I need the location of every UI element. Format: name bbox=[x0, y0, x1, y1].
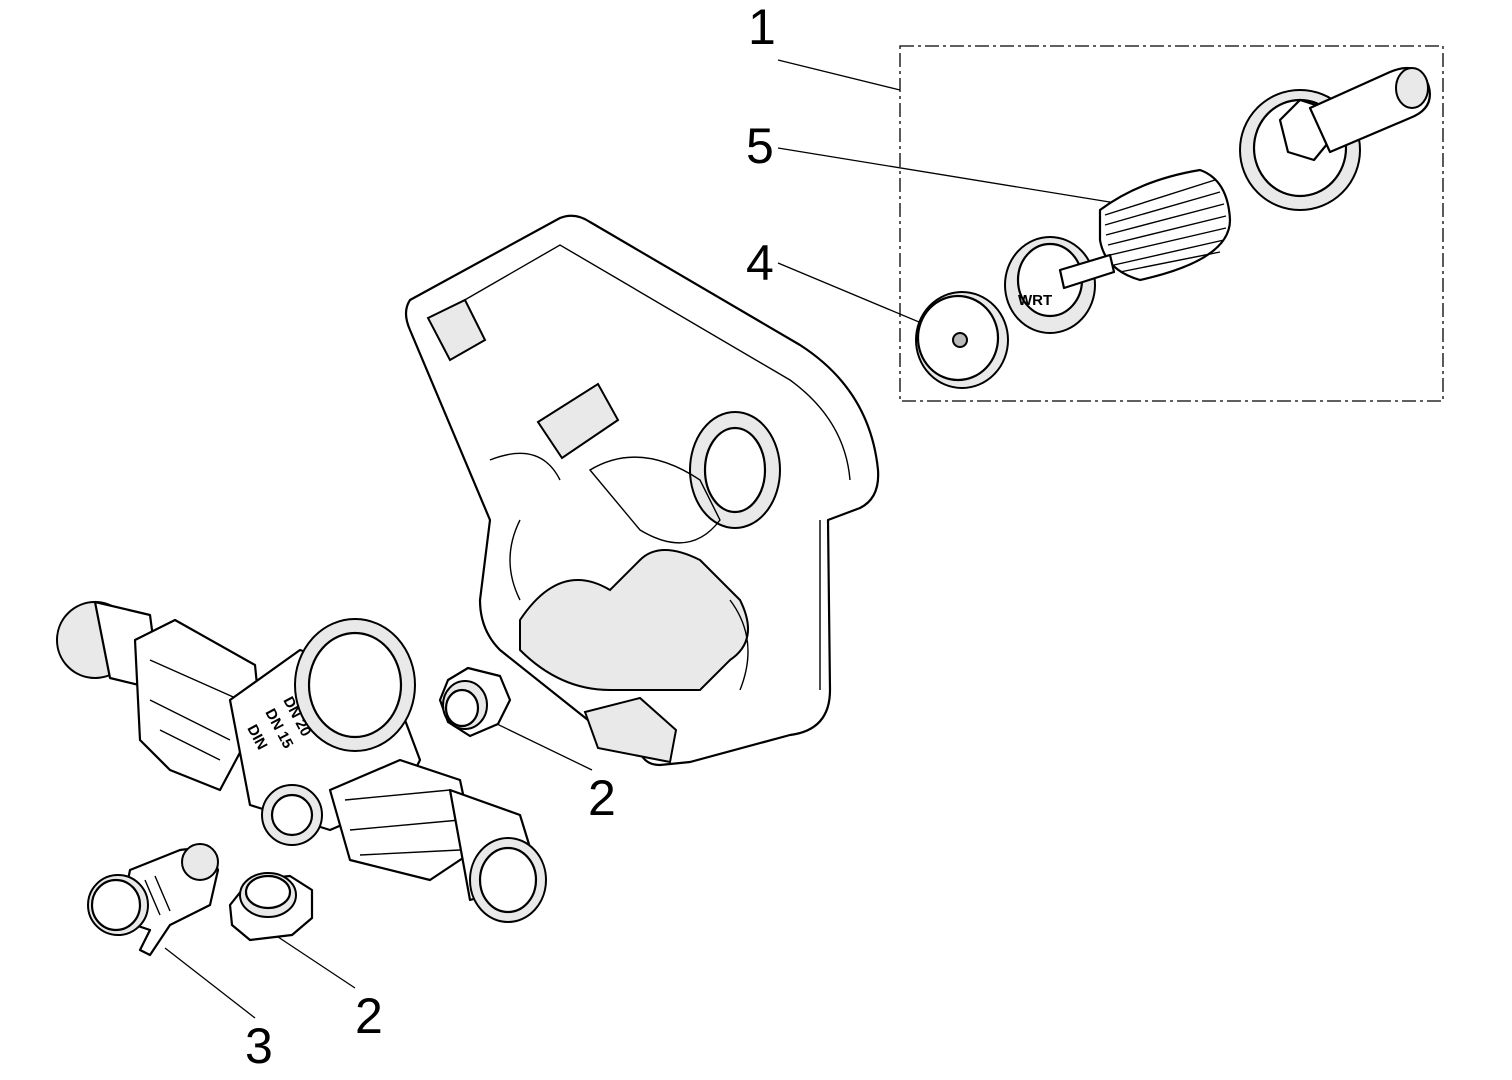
leader-5 bbox=[777, 147, 1129, 206]
callout-3: 3 bbox=[245, 1018, 273, 1074]
callout-4: 4 bbox=[746, 235, 774, 291]
valve-body: DN 20 DN 15 DIN bbox=[56, 600, 547, 923]
valve-stem-assembly bbox=[1239, 66, 1431, 211]
callout-1: 1 bbox=[748, 0, 776, 55]
drain-valve bbox=[87, 843, 220, 957]
leader-3 bbox=[164, 947, 256, 1019]
valve-disc bbox=[915, 291, 1009, 389]
callout-2-lower: 2 bbox=[355, 988, 383, 1044]
svg-text:WRT: WRT bbox=[1018, 292, 1052, 309]
callout-2-upper: 2 bbox=[588, 770, 616, 826]
leader-1 bbox=[777, 59, 901, 91]
kit-frame bbox=[899, 45, 1444, 402]
washer-with-stem: WRT bbox=[1004, 236, 1116, 334]
plug-upper bbox=[438, 666, 512, 738]
callout-5: 5 bbox=[746, 118, 774, 174]
spring bbox=[1098, 168, 1232, 282]
plug-lower bbox=[228, 872, 314, 942]
insulation-shell bbox=[404, 214, 880, 767]
